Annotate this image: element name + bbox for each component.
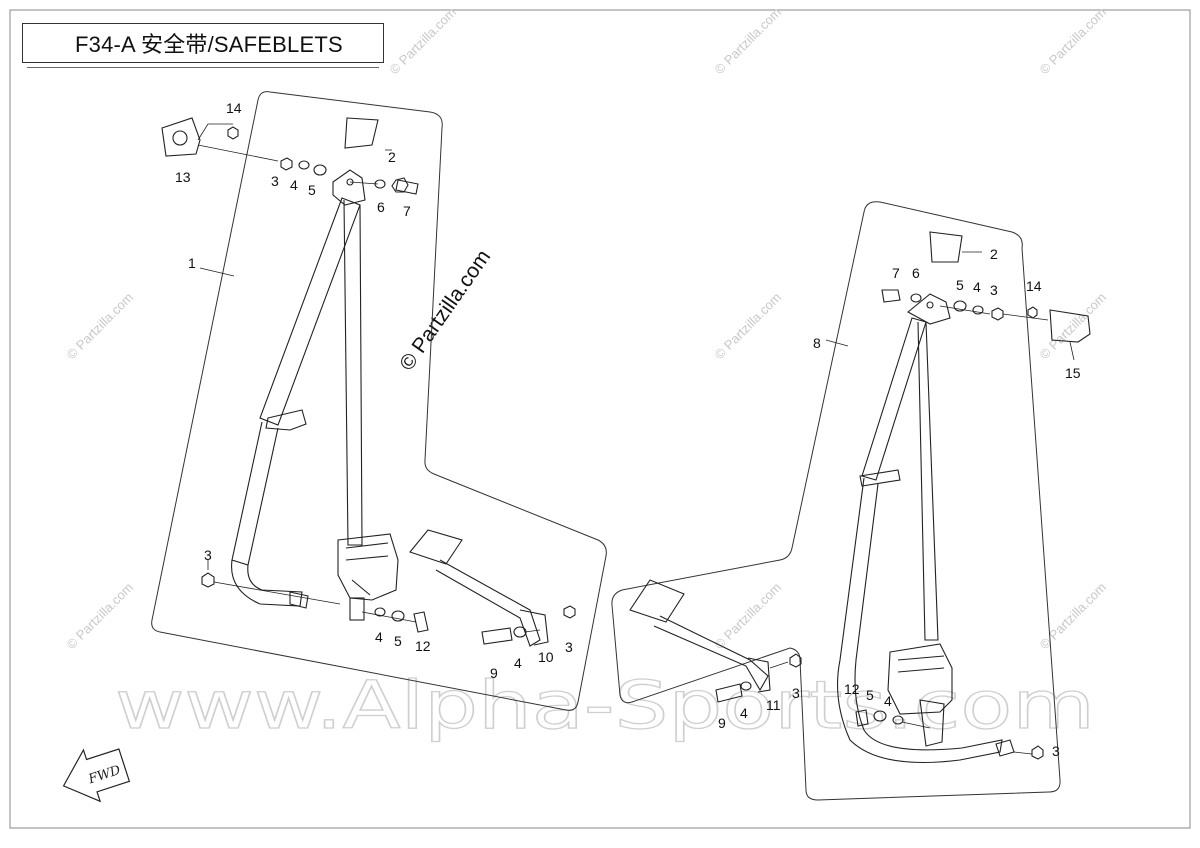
callout-label: 2	[388, 149, 396, 165]
left-callouts: 14 13 2 3 4 5 6 7 1 3 4 5 12 9 4 10 3	[175, 100, 573, 681]
callout-label: 7	[403, 203, 411, 219]
fwd-arrow-icon: FWD	[62, 748, 131, 803]
callout-label: 9	[490, 665, 498, 681]
right-callouts: 2 7 6 5 4 3 14 15 8 3 9 4 11 12 5 4 3	[718, 246, 1081, 759]
left-upper-hardware	[280, 157, 419, 195]
small-watermark: © Partzilla.com	[712, 5, 785, 78]
small-watermark: © Partzilla.com	[387, 5, 460, 78]
small-watermark: © Partzilla.com	[64, 580, 137, 653]
large-watermark: www.Alpha-Sports.com	[115, 667, 1095, 744]
anchor-cover-icon	[344, 117, 379, 149]
callout-label: 12	[415, 638, 431, 654]
small-watermark: © Partzilla.com	[64, 290, 137, 363]
callout-label: 10	[538, 649, 554, 665]
anchor-cover-icon	[929, 231, 963, 263]
callout-label: 6	[912, 265, 920, 281]
callout-label: 5	[308, 182, 316, 198]
callout-label: 4	[375, 629, 383, 645]
sheet-frame	[9, 9, 1191, 829]
callout-label: 4	[884, 693, 892, 709]
callout-label: 1	[188, 255, 196, 271]
callout-label: 14	[1026, 278, 1042, 294]
callout-label: 4	[514, 655, 522, 671]
callout-label: 15	[1065, 365, 1081, 381]
small-watermark: © Partzilla.com	[1037, 580, 1110, 653]
callout-label: 14	[226, 100, 242, 116]
callout-label: 3	[271, 173, 279, 189]
callout-label: 3	[990, 282, 998, 298]
left-trim-cover	[161, 117, 239, 157]
small-watermark: © Partzilla.com	[712, 290, 785, 363]
callout-label: 13	[175, 169, 191, 185]
callout-label: 9	[718, 715, 726, 731]
right-upper-hardware	[881, 289, 1038, 321]
right-trim-cover	[1049, 309, 1091, 343]
diagram-title-text: F34-A 安全带/SAFEBLETS	[75, 32, 343, 57]
callout-label: 2	[990, 246, 998, 262]
small-watermark: © Partzilla.com	[1037, 5, 1110, 78]
callout-label: 12	[844, 681, 860, 697]
left-assembly-group-outline	[151, 91, 607, 711]
left-leader-lines	[197, 123, 541, 633]
diagram-title: F34-A 安全带/SAFEBLETS	[22, 23, 384, 68]
callout-label: 4	[290, 177, 298, 193]
callout-label: 8	[813, 335, 821, 351]
callout-label: 4	[973, 279, 981, 295]
callout-label: 3	[204, 547, 212, 563]
small-watermark: © Partzilla.com	[712, 580, 785, 653]
callout-label: 5	[866, 687, 874, 703]
left-seat-belt	[231, 169, 549, 647]
left-lower-hardware	[201, 572, 576, 645]
small-watermark: © Partzilla.com	[1037, 290, 1110, 363]
callout-label: 5	[394, 633, 402, 649]
callout-label: 3	[565, 639, 573, 655]
callout-label: 7	[892, 265, 900, 281]
right-lower-hardware	[715, 653, 1044, 760]
callout-label: 11	[766, 697, 781, 713]
small-watermarks: © Partzilla.com © Partzilla.com © Partzi…	[64, 5, 1110, 653]
callout-label: 3	[792, 685, 800, 701]
callout-label: 4	[740, 705, 748, 721]
callout-label: 6	[377, 199, 385, 215]
right-assembly-group-outline	[611, 201, 1061, 801]
callout-label: 3	[1052, 743, 1060, 759]
right-leader-lines	[769, 251, 1075, 755]
callout-label: 5	[956, 277, 964, 293]
center-watermark: © Partzilla.com	[395, 246, 495, 375]
